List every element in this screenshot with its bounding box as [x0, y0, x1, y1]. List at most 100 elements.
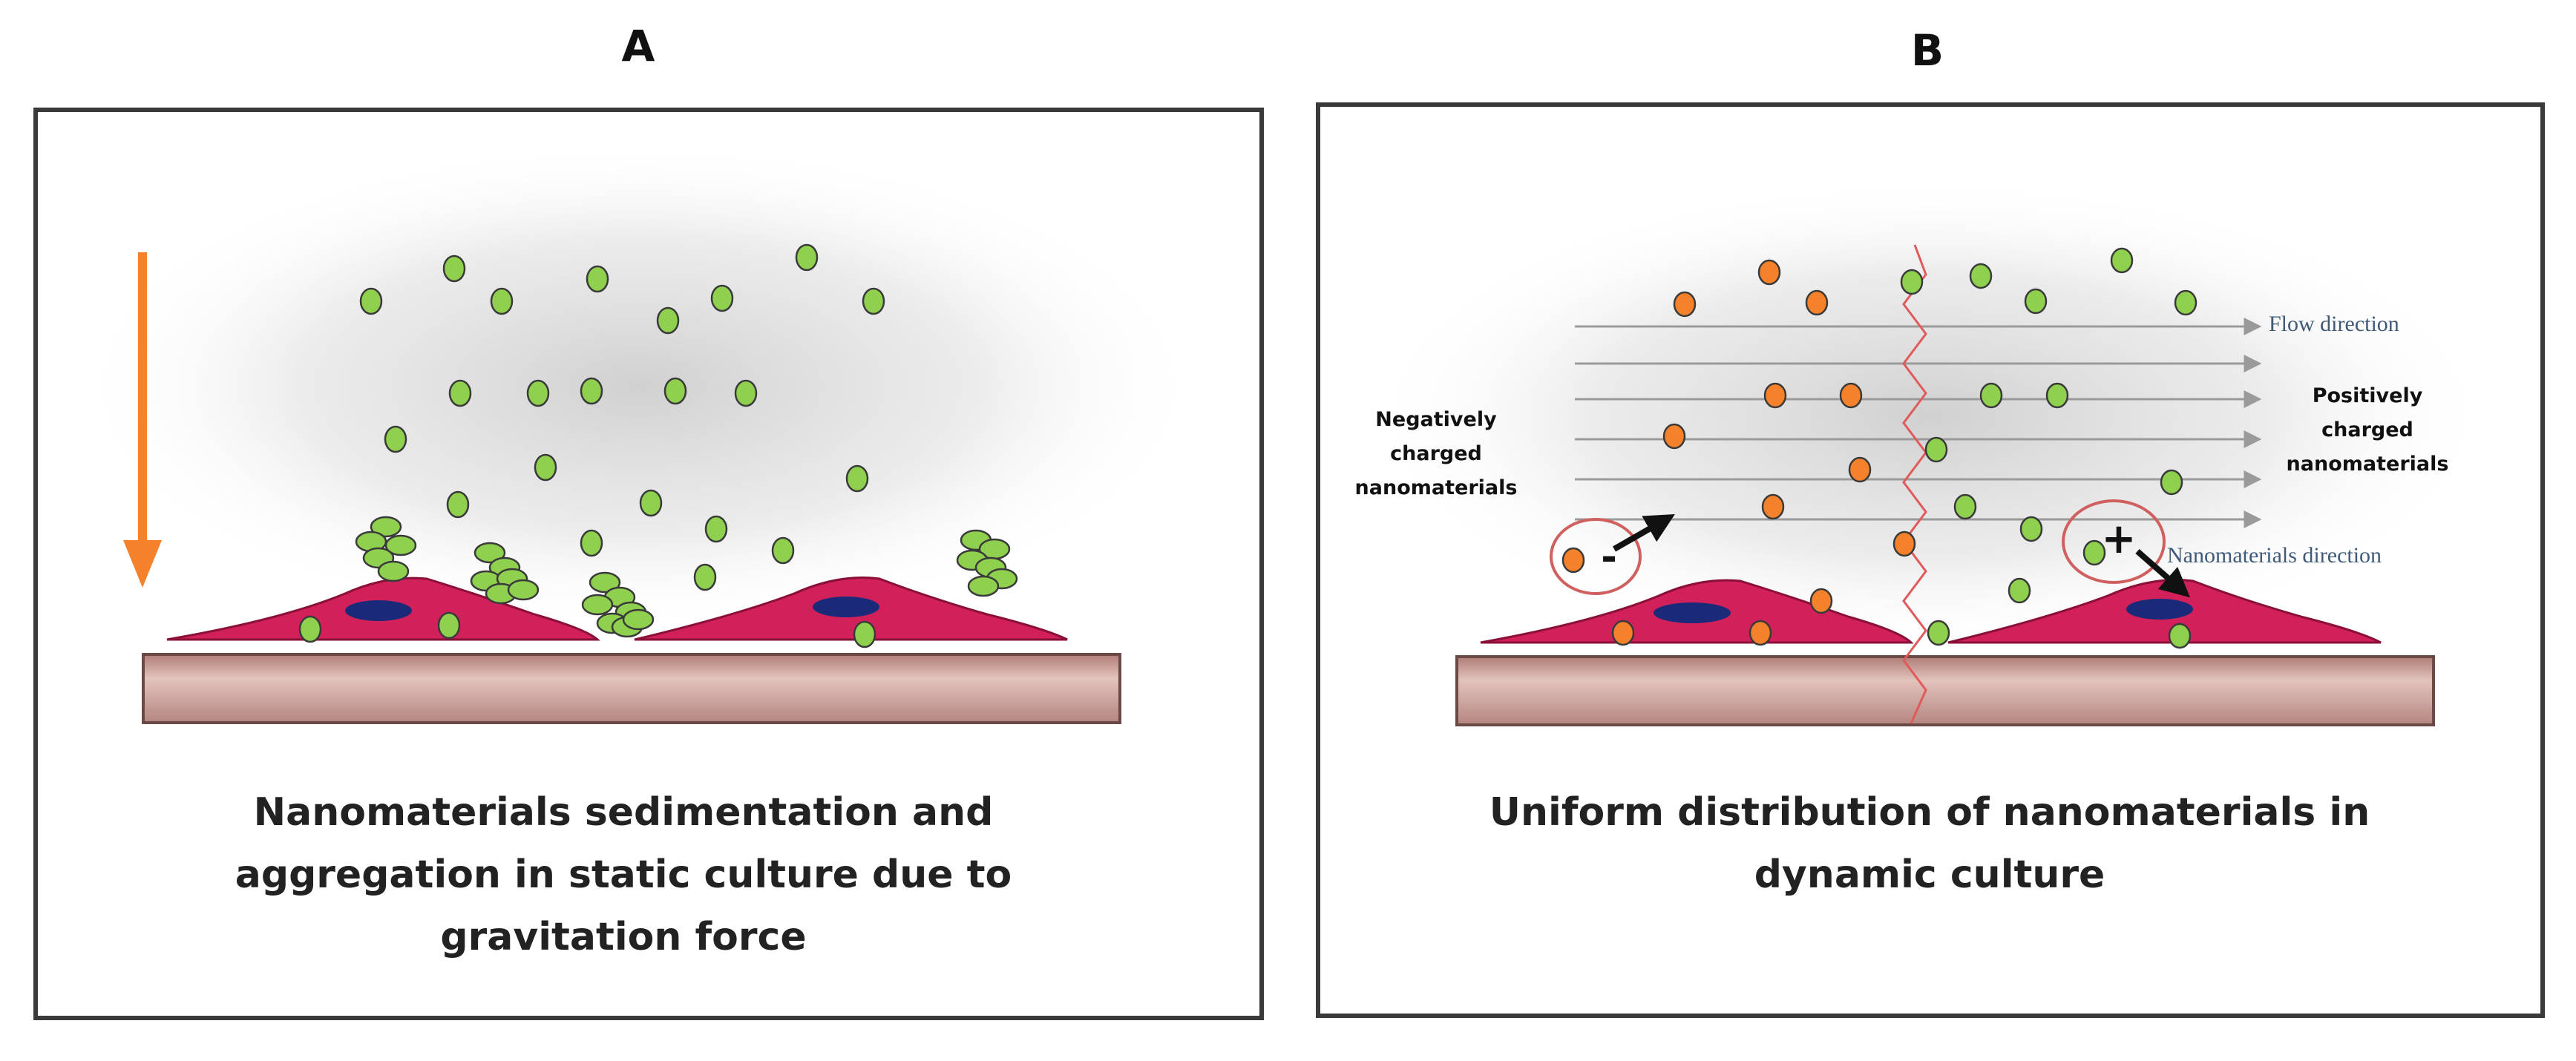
panel-b-nucleus-right — [2126, 599, 2193, 620]
flow-lines — [1575, 318, 2262, 528]
panel-b-nucleus-left — [1654, 602, 1731, 623]
green-nanoparticle — [1924, 436, 1948, 463]
panel-b: - + Flow direction Nanomaterials directi… — [1316, 102, 2545, 1018]
green-nanoparticle — [1979, 382, 2003, 409]
green-nanoparticle — [663, 377, 687, 405]
positive-charge-circle — [2062, 499, 2166, 584]
green-nanoparticle — [384, 425, 407, 453]
green-nanoparticle — [534, 453, 557, 482]
aggregated-nanoparticle — [473, 542, 506, 564]
negative-label: Negatively charged nanomaterials — [1355, 408, 1518, 499]
orange-nanoparticle — [1757, 259, 1781, 286]
positive-label-line: nanomaterials — [2287, 453, 2449, 476]
panel-a-substrate — [142, 653, 1121, 724]
green-nanoparticle — [845, 464, 869, 493]
aggregated-nanoparticle — [384, 534, 417, 556]
gravity-arrow-icon — [123, 540, 162, 588]
positive-label-line: charged — [2321, 418, 2413, 441]
minus-sign: - — [1601, 535, 1617, 579]
green-nanoparticle — [1927, 620, 1950, 646]
green-nanoparticle — [734, 379, 758, 407]
orange-nanoparticle — [1763, 382, 1787, 409]
aggregated-nanoparticle — [589, 571, 621, 594]
orange-nanoparticle — [1561, 547, 1585, 574]
green-nanoparticle — [359, 287, 383, 315]
green-nanoparticle — [2168, 623, 2192, 649]
orange-nanoparticle — [1761, 493, 1785, 520]
positive-direction-arrow-icon — [2135, 548, 2191, 598]
panel-b-label: B — [1911, 25, 1944, 76]
green-nanoparticle — [795, 243, 819, 272]
green-nanoparticle — [656, 306, 680, 335]
green-nanoparticle — [580, 529, 603, 557]
orange-nanoparticle — [1809, 588, 1833, 614]
panel-a-caption-line: gravitation force — [440, 915, 806, 959]
plus-sign: + — [2102, 515, 2137, 563]
negative-label-line: nanomaterials — [1355, 476, 1518, 499]
green-nanoparticle — [704, 515, 728, 543]
green-nanoparticle — [2024, 288, 2048, 315]
panel-a-caption-line: Nanomaterials sedimentation and — [254, 790, 994, 835]
panel-a-caption-line: aggregation in static culture due to — [235, 853, 1012, 897]
panel-b-particles — [1561, 247, 2198, 649]
negative-label-line: Negatively — [1375, 408, 1497, 431]
orange-nanoparticle — [1848, 456, 1872, 483]
panel-b-caption: Uniform distribution of nanomaterials in… — [1489, 790, 2370, 897]
aggregated-nanoparticle — [581, 594, 614, 616]
aggregated-nanoparticle — [377, 560, 410, 582]
green-nanoparticle — [2110, 247, 2134, 274]
green-nanoparticle — [1953, 493, 1977, 520]
panel-b-substrate — [1455, 655, 2435, 726]
panel-a-label: A — [622, 21, 655, 71]
green-nanoparticle — [437, 611, 461, 640]
panel-a-medium-haze — [74, 141, 1202, 631]
panel-a-caption: Nanomaterials sedimentation and aggregat… — [235, 790, 1012, 959]
green-nanoparticle — [586, 265, 609, 293]
zigzag-divider — [1902, 244, 1927, 724]
panel-a-nucleus-right — [813, 597, 879, 617]
negative-label-line: charged — [1390, 442, 1482, 465]
green-nanoparticle — [1900, 269, 1924, 295]
panel-a — [33, 108, 1264, 1020]
aggregated-nanoparticle — [370, 516, 402, 538]
negative-direction-arrow-icon — [1613, 514, 1675, 552]
positive-label: Positively charged nanomaterials — [2287, 384, 2449, 476]
panel-b-caption-line: dynamic culture — [1754, 853, 2105, 897]
green-nanoparticle — [448, 379, 472, 407]
green-nanoparticle — [862, 287, 885, 315]
aggregated-nanoparticle — [622, 608, 655, 631]
orange-nanoparticle — [1611, 620, 1635, 646]
green-nanoparticle — [2160, 469, 2183, 496]
panel-a-nucleus-left — [345, 600, 412, 621]
aggregated-nanoparticle — [507, 579, 540, 601]
panel-b-caption-line: Uniform distribution of nanomaterials in — [1489, 790, 2370, 835]
green-nanoparticle — [2008, 577, 2031, 604]
green-nanoparticle — [771, 536, 795, 565]
green-nanoparticle — [2082, 539, 2106, 566]
orange-nanoparticle — [1673, 291, 1697, 318]
green-nanoparticle — [580, 377, 603, 405]
panel-a-particles — [298, 243, 1018, 648]
negative-charge-circle — [1550, 518, 1642, 595]
positive-label-line: Positively — [2313, 384, 2423, 407]
green-nanoparticle — [442, 254, 466, 283]
nanomaterials-direction-label: Nanomaterials direction — [2167, 543, 2382, 568]
flow-direction-label: Flow direction — [2269, 312, 2399, 336]
aggregated-nanoparticle — [967, 575, 1000, 597]
green-nanoparticle — [526, 379, 550, 407]
orange-nanoparticle — [1749, 620, 1772, 646]
green-nanoparticle — [2045, 382, 2069, 409]
green-nanoparticle — [490, 287, 514, 315]
green-nanoparticle — [639, 489, 663, 517]
orange-nanoparticle — [1662, 423, 1686, 450]
orange-nanoparticle — [1892, 530, 1916, 557]
green-nanoparticle — [693, 563, 717, 591]
orange-nanoparticle — [1805, 289, 1829, 316]
green-nanoparticle — [710, 284, 734, 312]
green-nanoparticle — [298, 615, 322, 643]
panel-b-medium-haze — [1366, 178, 2494, 653]
green-nanoparticle — [2019, 516, 2043, 542]
green-nanoparticle — [446, 490, 470, 519]
orange-nanoparticle — [1839, 382, 1863, 409]
